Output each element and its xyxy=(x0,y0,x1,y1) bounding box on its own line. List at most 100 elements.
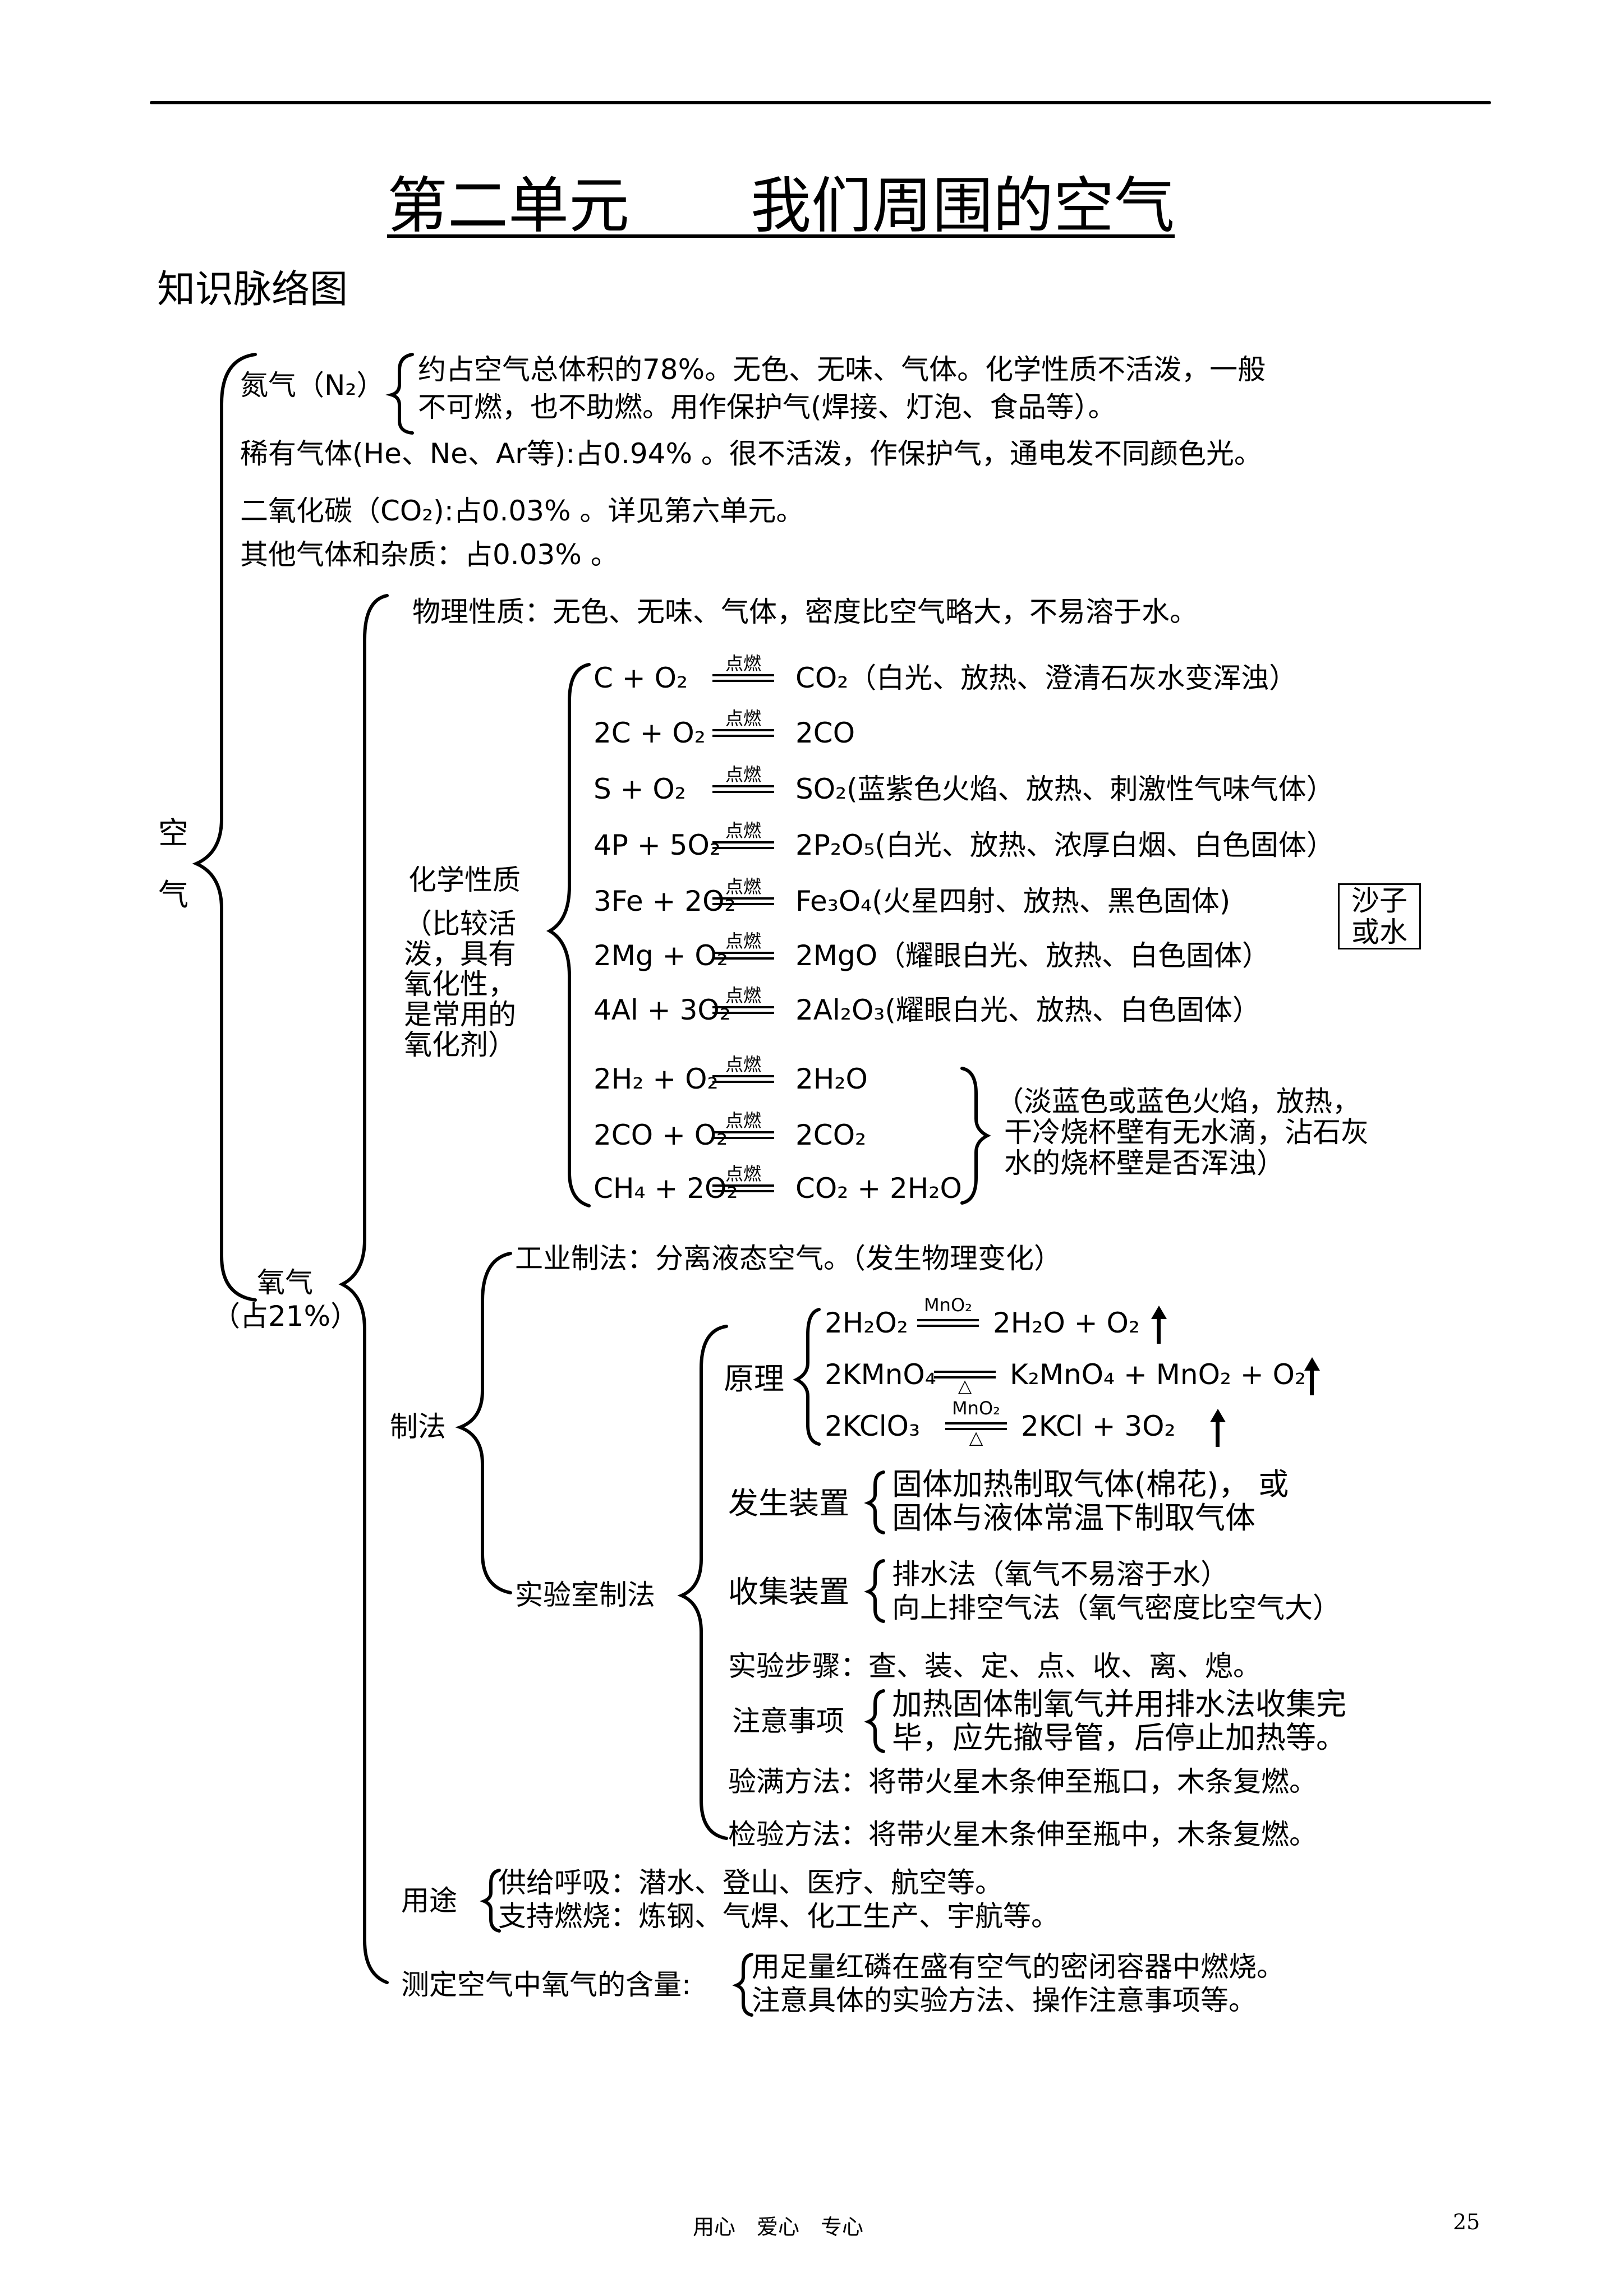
flame-note-1: （淡蓝色或蓝色火焰，放热， xyxy=(996,1085,1360,1118)
reaction-5-reactants: 3Fe + 2O₂ xyxy=(594,885,736,918)
reaction-6-reactants: 2Mg + O₂ xyxy=(594,939,728,972)
reaction-6-condition: 点燃 xyxy=(725,930,761,952)
reaction-4-reactants: 4P + 5O₂ xyxy=(594,829,721,861)
principle-1-catalyst: MnO₂ xyxy=(924,1294,972,1316)
chemical-label-2: （比较活 xyxy=(404,907,516,940)
experiment-steps: 实验步骤：查、装、定、点、收、离、熄。 xyxy=(728,1650,1261,1682)
reaction-6-products: 2MgO（耀眼白光、放热、白色固体） xyxy=(795,939,1271,972)
reaction-8-condition: 点燃 xyxy=(725,1054,761,1075)
brace-oxygen xyxy=(338,594,389,1984)
reaction-2-condition: 点燃 xyxy=(725,708,761,729)
chemical-label-4: 氧化性， xyxy=(404,968,516,1001)
fe-note-line-2: 或水 xyxy=(1351,916,1407,948)
root-char-1: 空 xyxy=(158,815,188,851)
collect-line-2: 向上排空气法（氧气密度比空气大） xyxy=(892,1592,1341,1624)
fe-note-line-1: 沙子 xyxy=(1351,884,1407,917)
reaction-10-products: CO₂ + 2H₂O xyxy=(795,1172,962,1205)
measure-label: 测定空气中氧气的含量: xyxy=(401,1968,691,2001)
page-title: 第二单元 我们周围的空气 xyxy=(387,171,1175,241)
reaction-9-equals xyxy=(712,1131,774,1139)
gas-arrow-3 xyxy=(1216,1420,1220,1447)
reaction-5-equals xyxy=(712,897,774,905)
reaction-7-condition: 点燃 xyxy=(725,985,761,1006)
principle-1-products: 2H₂O + O₂ xyxy=(993,1307,1140,1339)
reaction-3-equals xyxy=(712,785,774,793)
chemical-label-6: 氧化剂） xyxy=(404,1029,516,1061)
device-line-1: 固体加热制取气体(棉花)， 或 xyxy=(892,1467,1289,1502)
notes-line-2: 毕，应先撤导管，后停止加热等。 xyxy=(892,1720,1346,1755)
reaction-8-reactants: 2H₂ + O₂ xyxy=(594,1063,719,1095)
other-gas-text: 其他气体和杂质：占0.03% 。 xyxy=(240,538,619,571)
reaction-1-condition: 点燃 xyxy=(725,653,761,674)
reaction-6-equals xyxy=(712,952,774,960)
chemical-label-5: 是常用的 xyxy=(404,998,516,1031)
reaction-8-equals xyxy=(712,1075,774,1083)
brace-notes xyxy=(864,1689,885,1753)
principle-3-products: 2KCl + 3O₂ xyxy=(1021,1410,1176,1442)
prep-label: 制法 xyxy=(390,1410,446,1443)
reaction-5-condition: 点燃 xyxy=(725,876,761,897)
principle-3-reactant: 2KClO₃ xyxy=(825,1410,921,1442)
chemical-label-1: 化学性质 xyxy=(408,864,521,896)
reaction-3-reactants: S + O₂ xyxy=(594,773,686,805)
industrial-method: 工业制法：分离液态空气。（发生物理变化） xyxy=(515,1242,1062,1275)
brace-uses xyxy=(480,1869,501,1933)
page-number: 25 xyxy=(1453,2210,1480,2234)
reaction-10-condition: 点燃 xyxy=(725,1163,761,1184)
gas-arrow-1 xyxy=(1157,1317,1161,1344)
principle-3-catalyst: MnO₂ xyxy=(952,1398,1000,1419)
notes-label: 注意事项 xyxy=(732,1705,844,1737)
reaction-7-reactants: 4Al + 3O₂ xyxy=(594,994,731,1026)
reaction-9-condition: 点燃 xyxy=(725,1110,761,1131)
reaction-4-condition: 点燃 xyxy=(725,820,761,841)
brace-prep xyxy=(455,1252,512,1594)
full-test-method: 验满方法：将带火星木条伸至瓶口，木条复燃。 xyxy=(728,1765,1317,1798)
reaction-10-reactants: CH₄ + 2O₂ xyxy=(594,1172,738,1205)
chemical-label-3: 泼，具有 xyxy=(404,938,516,970)
reaction-2-products: 2CO xyxy=(795,717,855,749)
device-line-2: 固体与液体常温下制取气体 xyxy=(892,1500,1255,1536)
reaction-5-products: Fe₃O₄(火星四射、放热、黑色固体) xyxy=(795,885,1231,918)
oxygen-label: 氧气 xyxy=(257,1266,313,1299)
brace-measure xyxy=(732,1953,753,2017)
check-method: 检验方法：将带火星木条伸至瓶中，木条复燃。 xyxy=(728,1818,1317,1851)
device-label: 发生装置 xyxy=(728,1486,849,1521)
reaction-1-reactants: C + O₂ xyxy=(594,662,688,694)
lab-label: 实验室制法 xyxy=(515,1579,655,1611)
brace-nitrogen xyxy=(385,353,414,435)
brace-root xyxy=(192,353,257,1302)
rare-gas-text: 稀有气体(He、Ne、Ar等):占0.94% 。很不活泼，作保护气，通电发不同颜… xyxy=(240,437,1262,470)
reaction-2-reactants: 2C + O₂ xyxy=(594,717,706,749)
principle-2-heat: △ xyxy=(958,1375,972,1396)
nitrogen-line-2: 不可燃，也不助燃。用作保护气(焊接、灯泡、食品等）。 xyxy=(418,391,1116,423)
principle-1-reactant: 2H₂O₂ xyxy=(825,1307,908,1339)
oxygen-percent: （占21%） xyxy=(212,1300,359,1333)
footer-motto: 用心 爱心 专心 xyxy=(693,2215,864,2239)
co2-text: 二氧化碳（CO₂):占0.03% 。详见第六单元。 xyxy=(240,495,804,527)
principle-2-reactant: 2KMnO₄ xyxy=(825,1358,936,1391)
uses-line-1: 供给呼吸：潜水、登山、医疗、航空等。 xyxy=(498,1866,1003,1899)
flame-note-3: 水的烧杯壁是否浑浊） xyxy=(1004,1147,1285,1179)
root-char-2: 气 xyxy=(158,877,188,912)
reaction-2-equals xyxy=(712,729,774,737)
brace-chemical xyxy=(546,663,591,1207)
principle-3-equals xyxy=(945,1422,1007,1430)
collect-line-1: 排水法（氧气不易溶于水） xyxy=(892,1558,1229,1590)
principle-2-products: K₂MnO₄ + MnO₂ + O₂ xyxy=(1010,1358,1306,1391)
nitrogen-line-1: 约占空气总体积的78%。无色、无味、气体。化学性质不活泼，一般 xyxy=(418,353,1266,386)
reaction-7-products: 2Al₂O₃(耀眼白光、放热、白色固体） xyxy=(795,994,1260,1026)
measure-line-2: 注意具体的实验方法、操作注意事项等。 xyxy=(752,1984,1257,2017)
principle-3-heat: △ xyxy=(969,1427,983,1448)
brace-principle xyxy=(793,1308,821,1446)
reaction-10-equals xyxy=(712,1184,774,1192)
fe-note-box: 沙子 或水 xyxy=(1338,883,1421,949)
brace-flame xyxy=(960,1067,991,1205)
principle-1-equals xyxy=(917,1319,979,1327)
nitrogen-label: 氮气（N₂） xyxy=(240,369,385,402)
reaction-3-products: SO₂(蓝紫色火焰、放热、刺激性气味气体） xyxy=(795,773,1335,805)
reaction-9-products: 2CO₂ xyxy=(795,1119,867,1151)
reaction-1-products: CO₂（白光、放热、澄清石灰水变浑浊） xyxy=(795,662,1298,694)
brace-device xyxy=(864,1470,885,1534)
uses-line-2: 支持燃烧：炼钢、气焊、化工生产、宇航等。 xyxy=(498,1900,1059,1933)
